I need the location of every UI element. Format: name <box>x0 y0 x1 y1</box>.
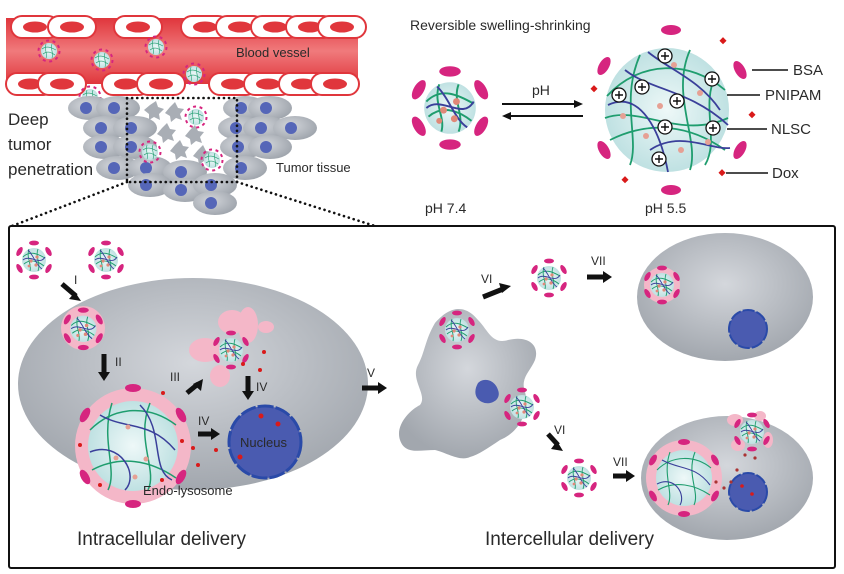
arrow-step-III <box>185 379 203 395</box>
step-IV-top-label: IV <box>256 380 268 394</box>
dox-molecules <box>590 37 756 184</box>
step-IV-side-label: IV <box>198 414 210 428</box>
legend-nlsc: NLSC <box>771 121 812 138</box>
endolysosome-label: Endo-lysosome <box>143 483 233 498</box>
arrow-step-VII-top <box>587 271 612 283</box>
arrow-step-I <box>60 282 81 301</box>
step-III-label: III <box>170 370 181 384</box>
swollen-nanogel-ph55 <box>590 25 788 195</box>
blood-vessel-label: Blood vessel <box>236 45 310 60</box>
intercellular-title: Intercellular delivery <box>485 529 654 550</box>
ph-arrow-label: pH <box>532 82 550 98</box>
endosome-early <box>61 306 105 351</box>
step-V-label: V <box>367 366 376 380</box>
swelling-title: Reversible swelling-shrinking <box>410 17 591 33</box>
arrow-step-IV-top <box>242 376 254 400</box>
ph-74-label: pH 7.4 <box>425 200 467 216</box>
zoom-region-box <box>125 96 239 184</box>
step-II-label: II <box>115 355 122 369</box>
legend-dox: Dox <box>772 165 799 182</box>
ph-arrows <box>502 100 583 120</box>
ruptured-endosome <box>189 307 274 387</box>
arrow-step-II <box>98 354 110 381</box>
legend-pnipam: PNIPAM <box>765 87 822 104</box>
nucleus <box>227 404 303 480</box>
neighbor-cell-top <box>637 233 813 361</box>
small-nanogel-ph74 <box>407 65 493 151</box>
deep-label: Deep <box>8 110 49 129</box>
tumor-tissue <box>10 96 377 228</box>
arrow-step-VI-bottom <box>546 432 563 451</box>
legend-bsa: BSA <box>793 62 824 79</box>
step-VI-top-label: VI <box>481 272 493 286</box>
arrow-step-V <box>362 382 387 394</box>
penetration-label: penetration <box>8 160 94 179</box>
blood-vessel <box>5 15 367 109</box>
step-VI-bottom-label: VI <box>554 423 566 437</box>
donor-cell <box>399 308 537 459</box>
legend-leaders <box>726 69 788 174</box>
arrow-step-VI-top <box>482 283 511 300</box>
arrow-step-VII-bottom <box>613 470 635 482</box>
endolysosome <box>75 384 218 508</box>
step-VII-bottom-label: VII <box>613 455 628 469</box>
tumor-label: tumor <box>8 135 52 154</box>
arrow-step-IV-side <box>198 428 220 440</box>
ph-55-label: pH 5.5 <box>645 200 687 216</box>
intracellular-title: Intracellular delivery <box>77 529 246 550</box>
nucleus-label: Nucleus <box>240 435 287 450</box>
step-I-label: I <box>74 273 78 287</box>
step-VII-top-label: VII <box>591 254 606 268</box>
tumor-tissue-label: Tumor tissue <box>276 160 351 175</box>
neighbor-cell-bottom <box>641 411 813 540</box>
